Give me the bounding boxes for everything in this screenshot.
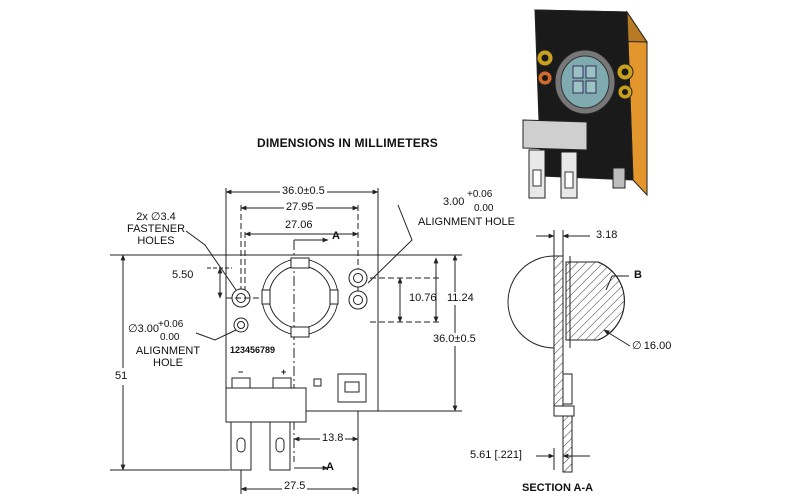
terminal-plus [269,421,291,471]
diameter-symbol: ∅ [632,340,642,352]
alignment-hole-label-right: ALIGNMENT HOLE [418,216,515,228]
dim-11-24: 11.24 [446,292,475,305]
dim-overall-height: 51 [115,368,128,385]
section-offset: 5.61 [.221] [470,449,522,461]
section-dia: ∅ 16.00 [632,340,671,353]
section-view [507,230,631,473]
dim-13-8: 13.8 [320,432,346,445]
section-dia-value: 16.00 [643,340,672,352]
section-label-b: B [634,269,642,281]
align-tol-left-bottom: 0.00 [160,332,180,343]
align-dia-left-value: 3.00 [137,323,160,335]
fastener-label-l2: HOLES [137,235,175,247]
fastener-hole-right [348,268,368,288]
terminal-minus [230,421,252,471]
isometric-product-render [522,9,648,199]
diameter-symbol: ∅ [128,323,138,335]
fastener-label-l1: FASTENER [126,223,186,235]
section-marker-top: A [332,230,340,242]
dim-overall-width: 36.0±0.5 [280,185,327,198]
section-lens-dome [507,255,555,349]
drawing-title: DIMENSIONS IN MILLIMETERS [257,136,439,150]
dim-10-76: 10.76 [409,292,437,304]
align-dia-left: ∅3.00 [128,323,159,336]
align-left-l1: ALIGNMENT [135,345,201,357]
diameter-symbol: ∅ [150,211,161,223]
fastener-dia: 3.4 [160,211,176,223]
terminal-plus-sign: + [281,367,287,377]
dim-hole-span: 27.95 [284,201,316,214]
section-thickness: 3.18 [596,229,618,241]
fastener-count: 2x [136,211,148,223]
side-connector [337,373,367,403]
dim-5-50: 5.50 [172,269,194,281]
terminal-housing [225,387,307,423]
align-tol-right-bottom: 0.00 [474,203,494,214]
align-dia-right: 3.00 [443,196,465,208]
align-left-l2: HOLE [153,357,183,369]
fastener-holes-label: 2x ∅3.4 FASTENER HOLES [116,211,196,247]
terminal-minus-sign: − [238,367,244,377]
dim-board-height: 36.0±0.5 [432,333,477,346]
alignment-hole-label-left: ALIGNMENT HOLE [128,345,208,369]
align-tol-right-top: +0.06 [467,189,493,200]
align-tol-left-top: +0.06 [158,319,184,330]
fastener-dia-line: 2x ∅3.4 [116,211,196,223]
alignment-hole-right [348,290,368,310]
dim-27-5: 27.5 [282,480,308,493]
section-title: SECTION A-A [522,482,594,494]
dim-hole-offset: 27.06 [285,219,313,231]
alignment-hole-left [233,317,249,333]
section-marker-bottom: A [326,461,334,473]
part-number: 123456789 [230,345,276,355]
